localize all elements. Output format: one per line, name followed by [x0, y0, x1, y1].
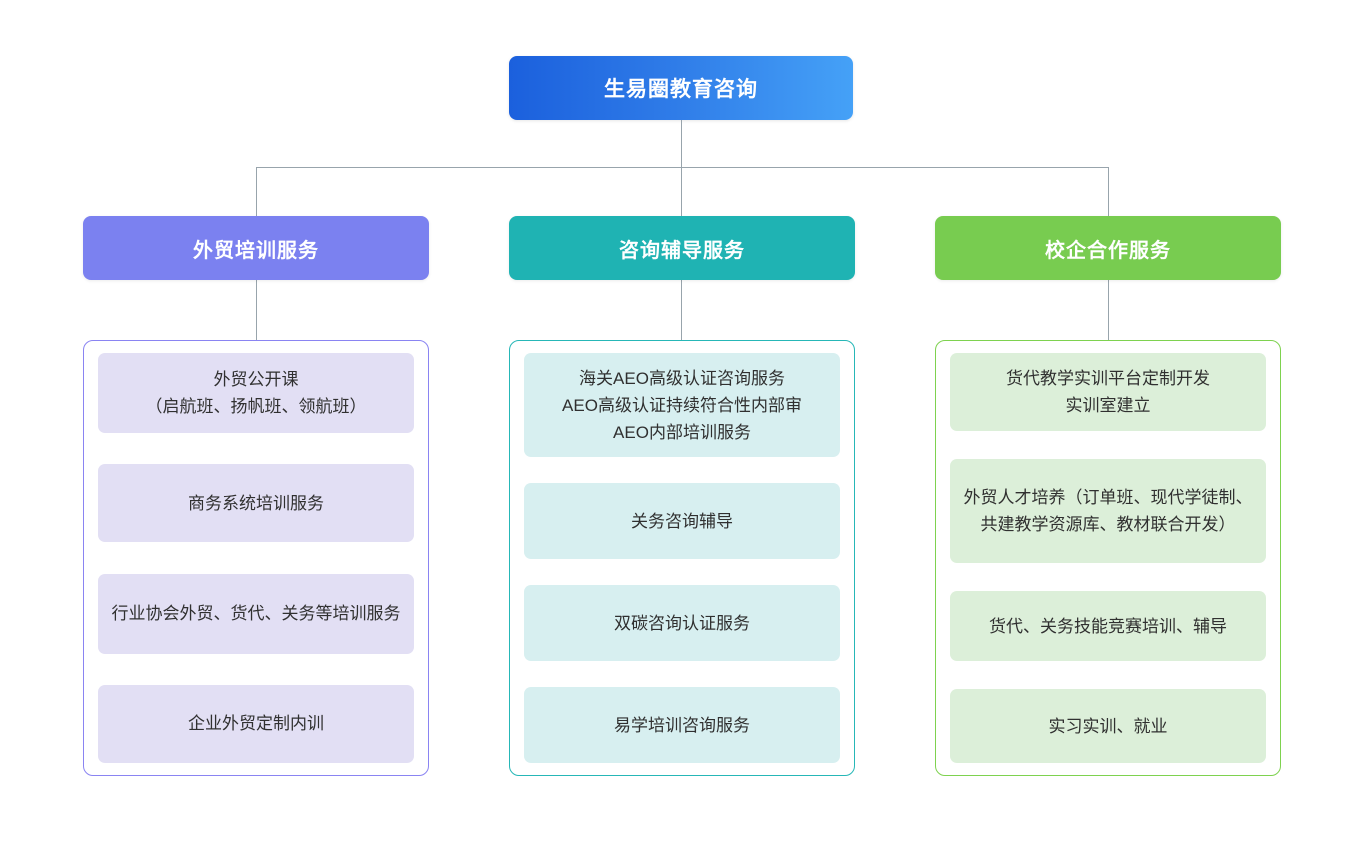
branch-body-3: 货代教学实训平台定制开发 实训室建立 外贸人才培养（订单班、现代学徒制、共建教学…: [935, 340, 1281, 776]
service-card[interactable]: 行业协会外贸、货代、关务等培训服务: [98, 573, 414, 654]
service-card[interactable]: 货代教学实训平台定制开发 实训室建立: [950, 353, 1266, 431]
service-card[interactable]: 货代、关务技能竞赛培训、辅导: [950, 591, 1266, 661]
branch-header-label-1: 外贸培训服务: [193, 239, 319, 262]
branch-column-1: 外贸培训服务 外贸公开课 （启航班、扬帆班、领航班） 商务系统培训服务 行业协会…: [83, 216, 429, 776]
branch-body-2: 海关AEO高级认证咨询服务 AEO高级认证持续符合性内部审 AEO内部培训服务 …: [509, 340, 855, 776]
connector-horizontal-bus: [256, 167, 1108, 168]
service-card[interactable]: 外贸公开课 （启航班、扬帆班、领航班）: [98, 353, 414, 433]
connector-header-to-body-3: [1108, 280, 1109, 340]
root-node[interactable]: 生易圈教育咨询: [509, 56, 853, 120]
connector-header-to-body-2: [681, 280, 682, 340]
branch-header-2[interactable]: 咨询辅导服务: [509, 216, 855, 280]
connector-root-stem: [681, 120, 682, 167]
service-card[interactable]: 商务系统培训服务: [98, 464, 414, 543]
branch-header-1[interactable]: 外贸培训服务: [83, 216, 429, 280]
connector-header-to-body-1: [256, 280, 257, 340]
connector-drop-branch-2: [681, 167, 682, 216]
branch-header-3[interactable]: 校企合作服务: [935, 216, 1281, 280]
connector-drop-branch-1: [256, 167, 257, 216]
service-card[interactable]: 关务咨询辅导: [524, 483, 840, 559]
branch-body-1: 外贸公开课 （启航班、扬帆班、领航班） 商务系统培训服务 行业协会外贸、货代、关…: [83, 340, 429, 776]
branch-column-3: 校企合作服务 货代教学实训平台定制开发 实训室建立 外贸人才培养（订单班、现代学…: [935, 216, 1281, 776]
service-card[interactable]: 外贸人才培养（订单班、现代学徒制、共建教学资源库、教材联合开发）: [950, 459, 1266, 563]
branch-header-label-3: 校企合作服务: [1045, 239, 1171, 262]
service-card[interactable]: 双碳咨询认证服务: [524, 585, 840, 661]
connector-drop-branch-3: [1108, 167, 1109, 216]
service-card[interactable]: 海关AEO高级认证咨询服务 AEO高级认证持续符合性内部审 AEO内部培训服务: [524, 353, 840, 457]
service-card[interactable]: 实习实训、就业: [950, 689, 1266, 763]
root-node-label: 生易圈教育咨询: [604, 78, 758, 101]
branch-column-2: 咨询辅导服务 海关AEO高级认证咨询服务 AEO高级认证持续符合性内部审 AEO…: [509, 216, 855, 776]
service-card[interactable]: 易学培训咨询服务: [524, 687, 840, 763]
branch-header-label-2: 咨询辅导服务: [619, 239, 745, 262]
service-card[interactable]: 企业外贸定制内训: [98, 684, 414, 763]
